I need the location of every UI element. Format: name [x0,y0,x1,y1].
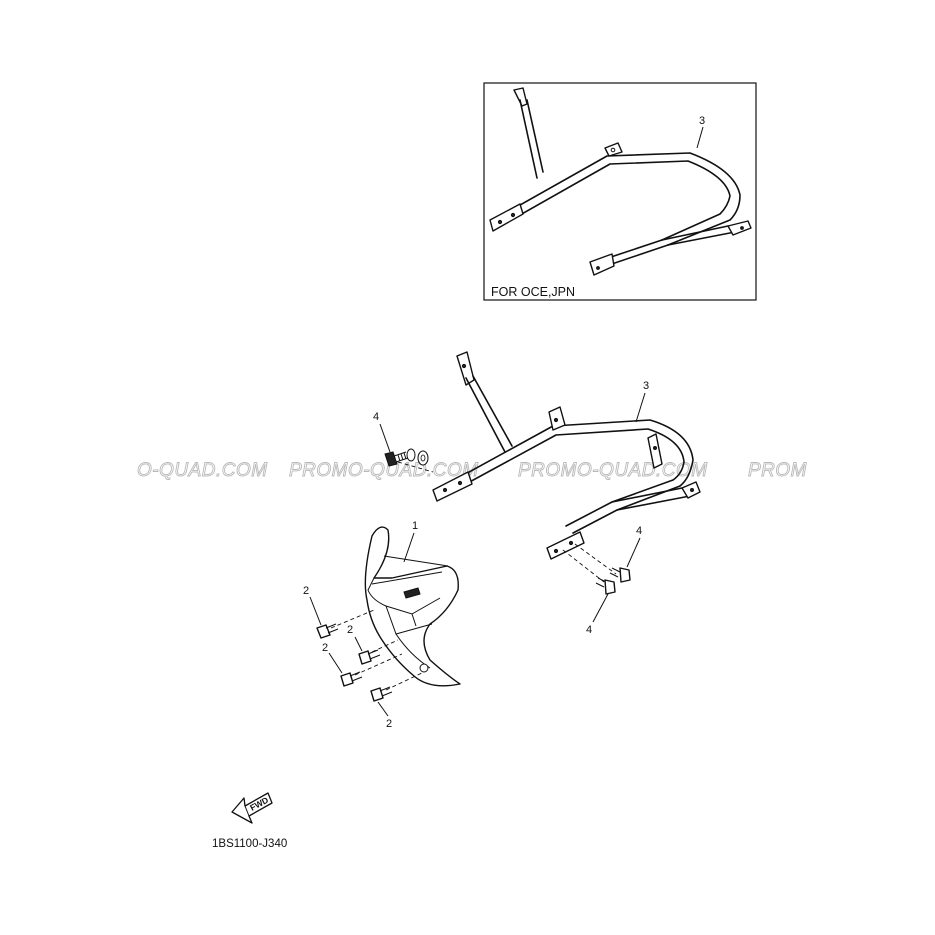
callout-1: 1 [412,520,418,532]
inset-callout-3: 3 [699,115,705,127]
bolt-4-left: 4 [373,411,434,473]
inset-note: FOR OCE,JPN [491,285,575,299]
callout-2-b: 2 [347,624,353,636]
front-guard-bracket: 1 [364,520,461,687]
watermark-text-1: PROMO-QUAD.COM [289,460,479,481]
bolt-4-right: 4 4 [562,525,642,636]
inset-box: 3 FOR OCE,JPN [483,82,757,301]
callout-4-left: 4 [373,411,379,423]
callout-3: 3 [643,380,649,392]
guard-frame: 3 [432,351,701,560]
callout-2-d: 2 [386,718,392,730]
bolts-2: 2 2 2 2 [303,585,425,730]
watermark-text-left: O-QUAD.COM [137,460,268,481]
callout-2-c: 2 [322,642,328,654]
callout-4-right-bottom: 4 [586,624,592,636]
watermark-text-2: PROMO-QUAD.COM [518,460,708,481]
watermark-text-right: PROM [748,460,807,481]
callout-2-a: 2 [303,585,309,597]
diagram-code: 1BS1100-J340 [212,838,287,850]
inset-guard-frame [489,87,752,276]
fwd-arrow-icon: FWD [231,792,273,824]
callout-4-right-top: 4 [636,525,642,537]
